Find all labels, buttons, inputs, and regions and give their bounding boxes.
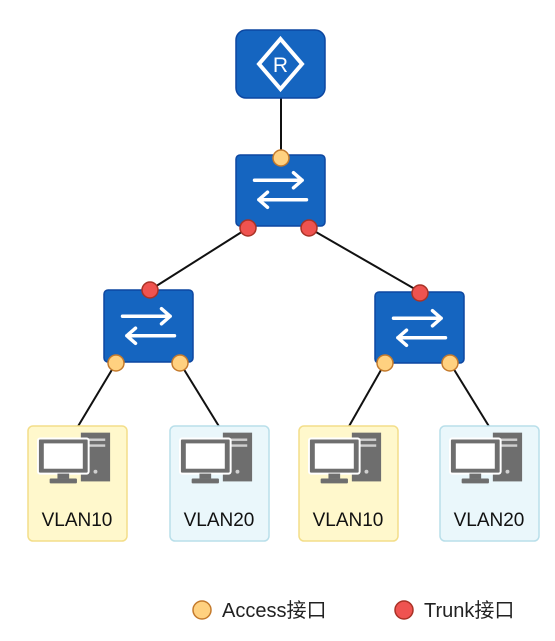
link-left-pc2: [179, 362, 221, 429]
pc-label: VLAN20: [184, 510, 255, 531]
pc-label: VLAN20: [454, 510, 525, 531]
access-port-dot: [171, 354, 189, 372]
link-core-left: [149, 227, 249, 291]
access-switch-right: [374, 291, 465, 364]
legend-access-dot: [192, 600, 212, 620]
pc-label: VLAN10: [42, 510, 113, 531]
svg-text:R: R: [273, 54, 288, 77]
pc-vlan20-b: VLAN20: [439, 425, 540, 542]
legend-access-label: Access接口: [222, 599, 326, 622]
pc-label: VLAN10: [313, 510, 384, 531]
trunk-port-dot: [300, 219, 318, 237]
access-port-dot: [107, 354, 125, 372]
ports: [107, 149, 459, 372]
link-right-pc4: [449, 362, 491, 429]
link-right-pc3: [347, 362, 386, 429]
trunk-port-dot: [411, 284, 429, 302]
router: R: [235, 29, 326, 99]
pc-vlan20-a: VLAN20: [169, 425, 270, 542]
trunk-port-dot: [141, 281, 159, 299]
link-core-right: [308, 227, 421, 293]
legend-trunk-dot: [394, 600, 414, 620]
access-switch-left: [103, 289, 194, 363]
pc-vlan10-b: VLAN10: [298, 425, 399, 542]
access-port-dot: [441, 354, 459, 372]
access-port-dot: [272, 149, 290, 167]
links: [76, 98, 491, 429]
link-left-pc1: [76, 362, 117, 429]
legend: Access接口 Trunk接口: [192, 599, 514, 622]
trunk-port-dot: [239, 219, 257, 237]
access-port-dot: [376, 354, 394, 372]
router-icon: R: [256, 35, 305, 93]
pc-vlan10-a: VLAN10: [27, 425, 128, 542]
legend-trunk-label: Trunk接口: [424, 599, 514, 622]
